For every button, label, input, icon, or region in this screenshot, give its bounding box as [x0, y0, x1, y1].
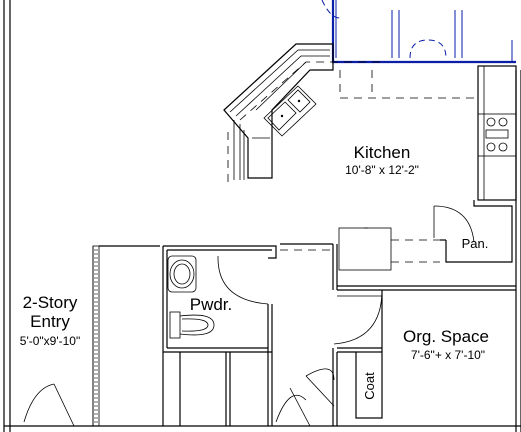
- kitchen-size: 10'-8" x 12'-2": [345, 163, 419, 177]
- sink-icon: [167, 255, 197, 293]
- rear-window-wall: [321, 0, 516, 64]
- coat-label: Coat: [362, 372, 377, 400]
- kitchen-label: Kitchen: [354, 143, 411, 162]
- interior-walls: [92, 243, 516, 427]
- refrigerator-icon: [338, 227, 440, 271]
- powder-label: Pwdr.: [190, 295, 233, 314]
- room-labels: Kitchen 10'-8" x 12'-2" 2-Story Entry 5'…: [20, 143, 489, 400]
- toilet-icon: [169, 311, 215, 339]
- pantry-label: Pan.: [462, 236, 489, 251]
- entry-size: 5'-0"x9'-10": [20, 334, 80, 348]
- entry-label-line1: 2-Story: [23, 293, 78, 312]
- powder-fixtures: [167, 255, 215, 339]
- range-icon: [485, 117, 509, 152]
- pantry: [433, 200, 513, 263]
- entry-label-line2: Entry: [30, 312, 70, 331]
- storage-size: 7'-6"+ x 7'-10": [411, 348, 485, 362]
- door-swings: [23, 256, 383, 427]
- kitchen-range-counter: [477, 65, 517, 201]
- sink-icon: [263, 85, 317, 137]
- kitchen-angled-counter: [223, 43, 478, 182]
- storage-label: Org. Space: [403, 327, 489, 346]
- stair-treads: [92, 246, 98, 426]
- exterior-walls: [3, 0, 521, 432]
